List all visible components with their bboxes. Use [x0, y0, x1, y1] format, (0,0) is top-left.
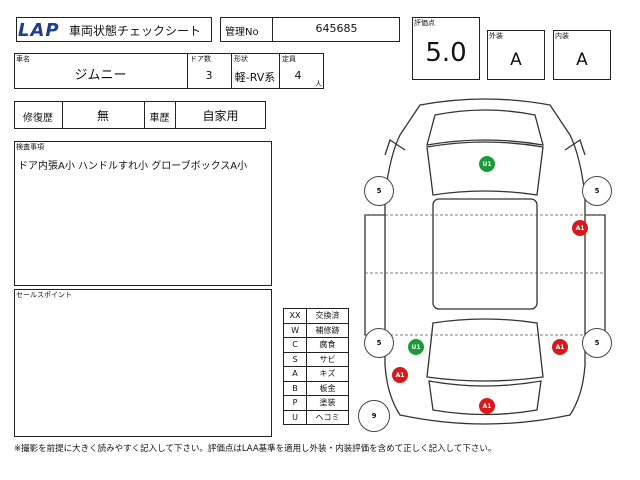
exterior-grade-label: 外装 — [489, 32, 503, 40]
exterior-grade-value: A — [510, 50, 522, 70]
damage-marker-rear-left-door: U1 — [408, 339, 424, 355]
legend-code: XX — [282, 308, 308, 324]
divider-doors — [231, 53, 232, 89]
footer-note: ※撮影を前提に大きく読みやすく記入して下さい。評価点はLAA基準を適用し外装・内… — [14, 444, 497, 454]
sales-points-label: セールスポイント — [16, 291, 72, 299]
legend-meaning: 交換済 — [306, 308, 349, 324]
legend-meaning: キズ — [306, 366, 349, 382]
legend-meaning: サビ — [306, 351, 349, 367]
interior-grade-value: A — [576, 50, 588, 70]
usage-history-value: 自家用 — [202, 109, 239, 123]
interior-grade-label: 内装 — [555, 32, 569, 40]
history-divider-2 — [144, 101, 145, 129]
capacity-label: 定員 — [282, 55, 296, 63]
management-number: 645685 — [315, 22, 358, 35]
management-divider — [272, 17, 273, 42]
grade-score-value: 5.0 — [425, 38, 467, 68]
divider-name — [187, 53, 188, 89]
interior-grade-box — [553, 30, 611, 80]
usage-history-label: 車歴 — [149, 113, 170, 124]
exterior-grade-box — [487, 30, 545, 80]
tire-rear-left: 5 — [364, 328, 394, 358]
history-divider-3 — [175, 101, 176, 129]
damage-marker-rear-bumper: A1 — [479, 398, 495, 414]
legend-meaning: 板金 — [306, 380, 349, 396]
car-name-label: 車名 — [16, 55, 30, 63]
legend-meaning: 補修跡 — [306, 322, 349, 338]
tire-front-right: 5 — [582, 176, 612, 206]
grade-score-label: 評価点 — [414, 19, 435, 27]
tire-spare: 9 — [358, 400, 390, 432]
car-name-value: ジムニー — [74, 68, 127, 83]
tire-rear-right: 5 — [582, 328, 612, 358]
management-box — [220, 17, 400, 42]
shape-value: 軽-RV系 — [234, 71, 276, 84]
capacity-unit: 人 — [315, 80, 322, 88]
legend-code: S — [282, 351, 308, 367]
damage-marker-front-right-fender: A1 — [572, 220, 588, 236]
logo-overlay: LAP — [18, 20, 60, 41]
legend-code: U — [282, 409, 308, 425]
legend-code: C — [282, 337, 308, 353]
doors-label: ドア数 — [190, 55, 211, 63]
legend-code: B — [282, 380, 308, 396]
tire-front-left: 5 — [364, 176, 394, 206]
inspection-label: 検査事項 — [16, 143, 44, 151]
legend-code: A — [282, 366, 308, 382]
legend-code: W — [282, 322, 308, 338]
repair-history-value: 無 — [96, 109, 109, 123]
history-divider-1 — [62, 101, 63, 129]
damage-marker-rear-left-quarter: A1 — [392, 367, 408, 383]
inspection-box — [14, 141, 272, 286]
damage-marker-rear-right-door: A1 — [552, 339, 568, 355]
car-diagram — [364, 98, 606, 425]
shape-label: 形状 — [234, 55, 248, 63]
inspection-text: ドア内張A小 ハンドルすれ小 グローブボックスA小 — [18, 161, 248, 172]
damage-marker-hood: U1 — [479, 156, 495, 172]
history-box — [14, 101, 266, 129]
divider-shape — [279, 53, 280, 89]
sheet-title: 車両状態チェックシート — [69, 24, 202, 38]
sales-points-box — [14, 289, 272, 437]
vehicle-info-box — [14, 53, 324, 89]
legend-meaning: ヘコミ — [306, 409, 349, 425]
doors-value: 3 — [205, 69, 213, 82]
capacity-value: 4 — [294, 69, 302, 82]
grade-score-box — [412, 17, 480, 80]
management-label: 管理No — [225, 27, 259, 38]
legend-meaning: 腐食 — [306, 337, 349, 353]
legend-meaning: 塗装 — [306, 395, 349, 411]
title-box — [16, 17, 212, 42]
repair-history-label: 修復歴 — [23, 113, 53, 124]
legend-code: P — [282, 395, 308, 411]
